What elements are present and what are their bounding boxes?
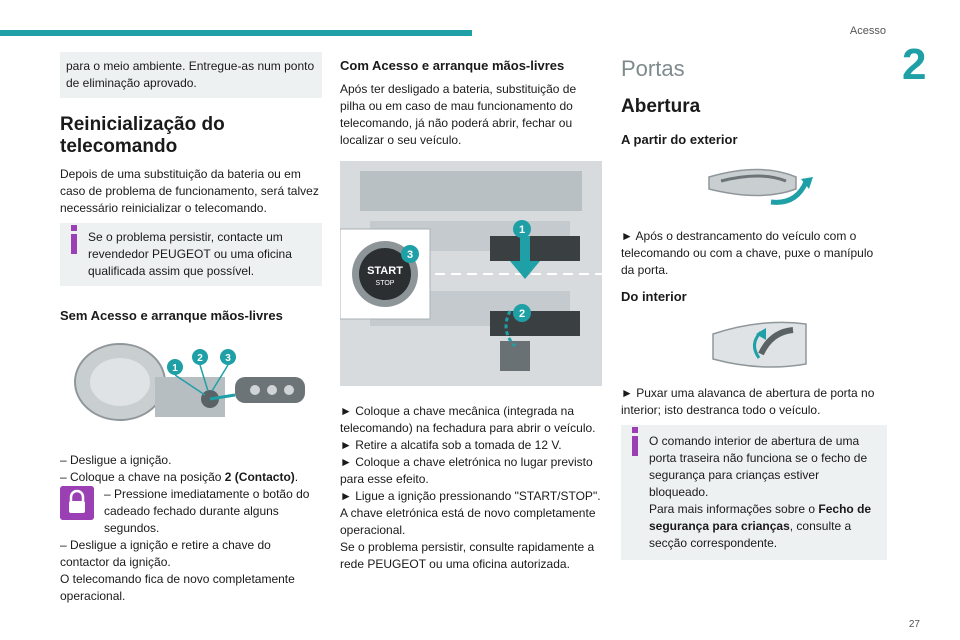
svg-text:3: 3 bbox=[225, 353, 231, 364]
callout-1 bbox=[167, 359, 183, 375]
com-acesso-title: Com Acesso e arranque mãos-livres bbox=[340, 58, 565, 73]
interior-info-note: O comando interior de abertura de uma po… bbox=[621, 425, 887, 560]
interior-title: Do interior bbox=[621, 289, 687, 304]
steering-key-illustration: 1 2 3 bbox=[60, 337, 322, 437]
exterior-handle-illustration bbox=[708, 168, 813, 205]
exterior-text: ► Após o destrancamento do veículo com o… bbox=[621, 229, 874, 277]
disposal-note: para o meio ambiente. Entregue-as num po… bbox=[60, 52, 322, 98]
svg-text:STOP: STOP bbox=[376, 280, 395, 287]
reinit-title: Reinicialização do telecomando bbox=[60, 114, 225, 157]
svg-text:1: 1 bbox=[172, 363, 178, 374]
lock-closed-icon bbox=[60, 486, 94, 520]
after-text-1: A chave eletrónica está de novo completa… bbox=[340, 506, 596, 537]
svg-text:3: 3 bbox=[407, 249, 413, 261]
chapter-number: 2 bbox=[902, 40, 927, 89]
portas-title: Portas bbox=[621, 56, 685, 81]
bullet-1: ► Coloque a chave mecânica (integrada na… bbox=[340, 404, 596, 435]
console-start-illustration: START STOP 1 2 3 bbox=[339, 161, 602, 386]
bullet-2: ► Retire a alcatifa sob a tomada de 12 V… bbox=[340, 438, 562, 452]
callout-3 bbox=[220, 349, 236, 365]
info-icon bbox=[68, 225, 82, 255]
after-text-2: Se o problema persistir, consulte rapida… bbox=[340, 540, 595, 571]
bullet-3: ► Coloque a chave eletrónica no lugar pr… bbox=[340, 455, 593, 486]
abertura-title: Abertura bbox=[621, 96, 701, 117]
closing-text: O telecomando fica de novo completamente… bbox=[60, 572, 295, 603]
column-1: para o meio ambiente. Entregue-as num po… bbox=[60, 52, 322, 605]
svg-text:2: 2 bbox=[519, 308, 525, 320]
section-label: Acesso bbox=[849, 25, 886, 37]
svg-text:START: START bbox=[367, 265, 403, 277]
header-accent-bar bbox=[0, 30, 472, 36]
callout-3 bbox=[401, 245, 419, 263]
info-more: Para mais informações sobre o Fecho de s… bbox=[649, 502, 872, 550]
step-3-row: – Pressione imediatamente o botão do cad… bbox=[60, 486, 322, 537]
callout-2 bbox=[513, 304, 531, 322]
svg-text:2: 2 bbox=[197, 353, 203, 364]
svg-text:1: 1 bbox=[519, 224, 525, 236]
info-icon bbox=[629, 427, 643, 457]
com-acesso-intro: Após ter desligado a bateria, substituiç… bbox=[340, 82, 577, 147]
column-2: Com Acesso e arranque mãos-livres Após t… bbox=[339, 58, 602, 573]
exterior-title: A partir do exterior bbox=[621, 132, 738, 147]
sem-acesso-title: Sem Acesso e arranque mãos-livres bbox=[60, 308, 283, 323]
bullet-4: ► Ligue a ignição pressionando "START/ST… bbox=[340, 489, 601, 503]
interior-text: ► Puxar uma alavanca de abertura de port… bbox=[621, 386, 875, 417]
step-1: – Desligue a ignição. bbox=[60, 453, 172, 467]
callout-1 bbox=[513, 220, 531, 238]
column-3: Portas Abertura A partir do exterior ► A… bbox=[621, 56, 887, 560]
callout-2 bbox=[192, 349, 208, 365]
info-note: Se o problema persistir, contacte um rev… bbox=[60, 223, 322, 286]
step-2: – Coloque a chave na posição 2 (Contacto… bbox=[60, 470, 299, 484]
reinit-text: Depois de uma substituição da bateria ou… bbox=[60, 167, 319, 215]
page-number: 27 bbox=[908, 619, 920, 630]
step-4: – Desligue a ignição e retire a chave do… bbox=[60, 538, 271, 569]
interior-handle-illustration bbox=[712, 321, 807, 368]
